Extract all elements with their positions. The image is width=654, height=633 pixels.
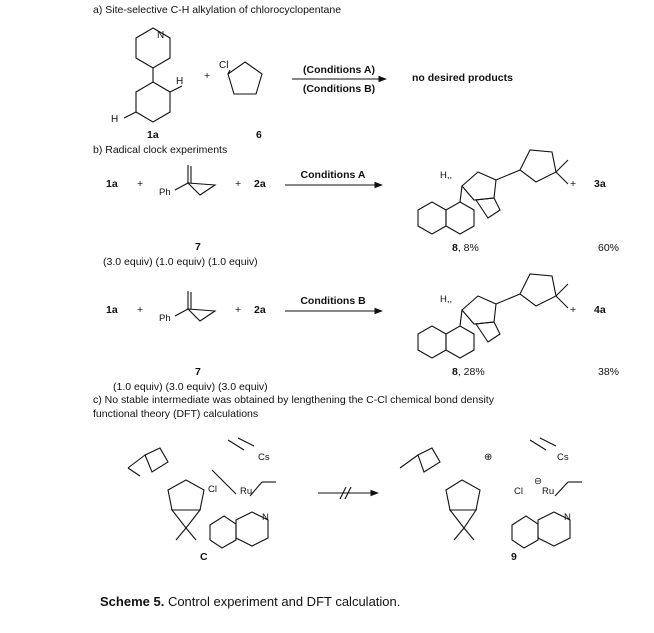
compound-label-3a: 3a (594, 178, 606, 190)
part-a-heading: a) Site-selective C-H alkylation of chlo… (93, 4, 342, 16)
atom-n: N (262, 512, 269, 523)
compound-label-1a: 1a (106, 178, 118, 190)
compound-label-1a: 1a (106, 304, 118, 316)
chlorocyclopentane-structure (227, 61, 263, 95)
atom-cl: Cl (219, 60, 229, 71)
atom-cl: Cl (208, 484, 217, 495)
plus-sign: + (235, 304, 242, 316)
no-reaction-arrow (318, 486, 380, 500)
compound-label-7: 7 (195, 241, 201, 253)
product-yield: 8, 8% (452, 242, 479, 254)
atom-ph: Ph (159, 187, 171, 198)
part-c-heading-line2: functional theory (DFT) calculations (93, 408, 259, 420)
figure-caption: Scheme 5. Control experiment and DFT cal… (100, 594, 401, 609)
radical-clock-7-row2 (174, 291, 217, 322)
product-yield: 8, 28% (452, 366, 485, 378)
compound-label-C: C (200, 551, 208, 563)
side-product-yield: 60% (598, 242, 620, 254)
plus-sign: + (235, 178, 242, 190)
result-text: no desired products (412, 72, 513, 84)
atom-ph: Ph (159, 313, 171, 324)
atom-h: H (111, 114, 119, 125)
plus-sign: + (204, 70, 211, 82)
plus-sign: + (570, 178, 577, 190)
side-product-yield: 38% (598, 366, 620, 378)
equiv-text: (3.0 equiv) (1.0 equiv) (1.0 equiv) (103, 256, 258, 268)
atom-cs: Cs (258, 452, 270, 463)
product-9-structure (399, 437, 582, 549)
compound-label-2a: 2a (254, 304, 266, 316)
atom-n: N (157, 30, 165, 41)
atom-n: N (564, 512, 571, 523)
product-8-structure-row2 (417, 273, 569, 359)
plus-sign: + (137, 304, 144, 316)
compound-label-2a: 2a (254, 178, 266, 190)
atom-h: H,, (440, 170, 453, 181)
compound-label-7: 7 (195, 366, 201, 378)
compound-label-9: 9 (511, 551, 517, 563)
plus-sign: + (570, 304, 577, 316)
atom-h: H (176, 76, 184, 87)
atom-cs: Cs (557, 452, 569, 463)
compound-label-1a: 1a (147, 129, 159, 141)
compound-label-4a: 4a (594, 304, 606, 316)
compound-label-6: 6 (256, 129, 262, 141)
radical-clock-7-row1 (174, 165, 217, 196)
condition-label: Conditions B (300, 295, 366, 307)
atom-cl: Cl (514, 486, 523, 497)
product-8-structure-row1 (417, 149, 569, 235)
atom-ru: Ru (542, 486, 555, 497)
part-b-heading: b) Radical clock experiments (93, 144, 228, 156)
phenylpyridine-structure (123, 27, 183, 123)
intermediate-C-structure (127, 437, 276, 549)
condition-label: (Conditions B) (302, 83, 376, 95)
condition-label: Conditions A (300, 169, 366, 181)
atom-ru: Ru (240, 486, 253, 497)
equiv-text: (1.0 equiv) (3.0 equiv) (3.0 equiv) (113, 381, 268, 393)
condition-label: (Conditions A) (303, 64, 375, 76)
alkoxide-minus: ⊖ (534, 476, 542, 487)
plus-sign: + (137, 178, 144, 190)
part-c-heading-line1: c) No stable intermediate was obtained b… (93, 394, 494, 406)
atom-h: H,, (440, 294, 453, 305)
oxocarbenium-plus: ⊕ (484, 452, 493, 463)
